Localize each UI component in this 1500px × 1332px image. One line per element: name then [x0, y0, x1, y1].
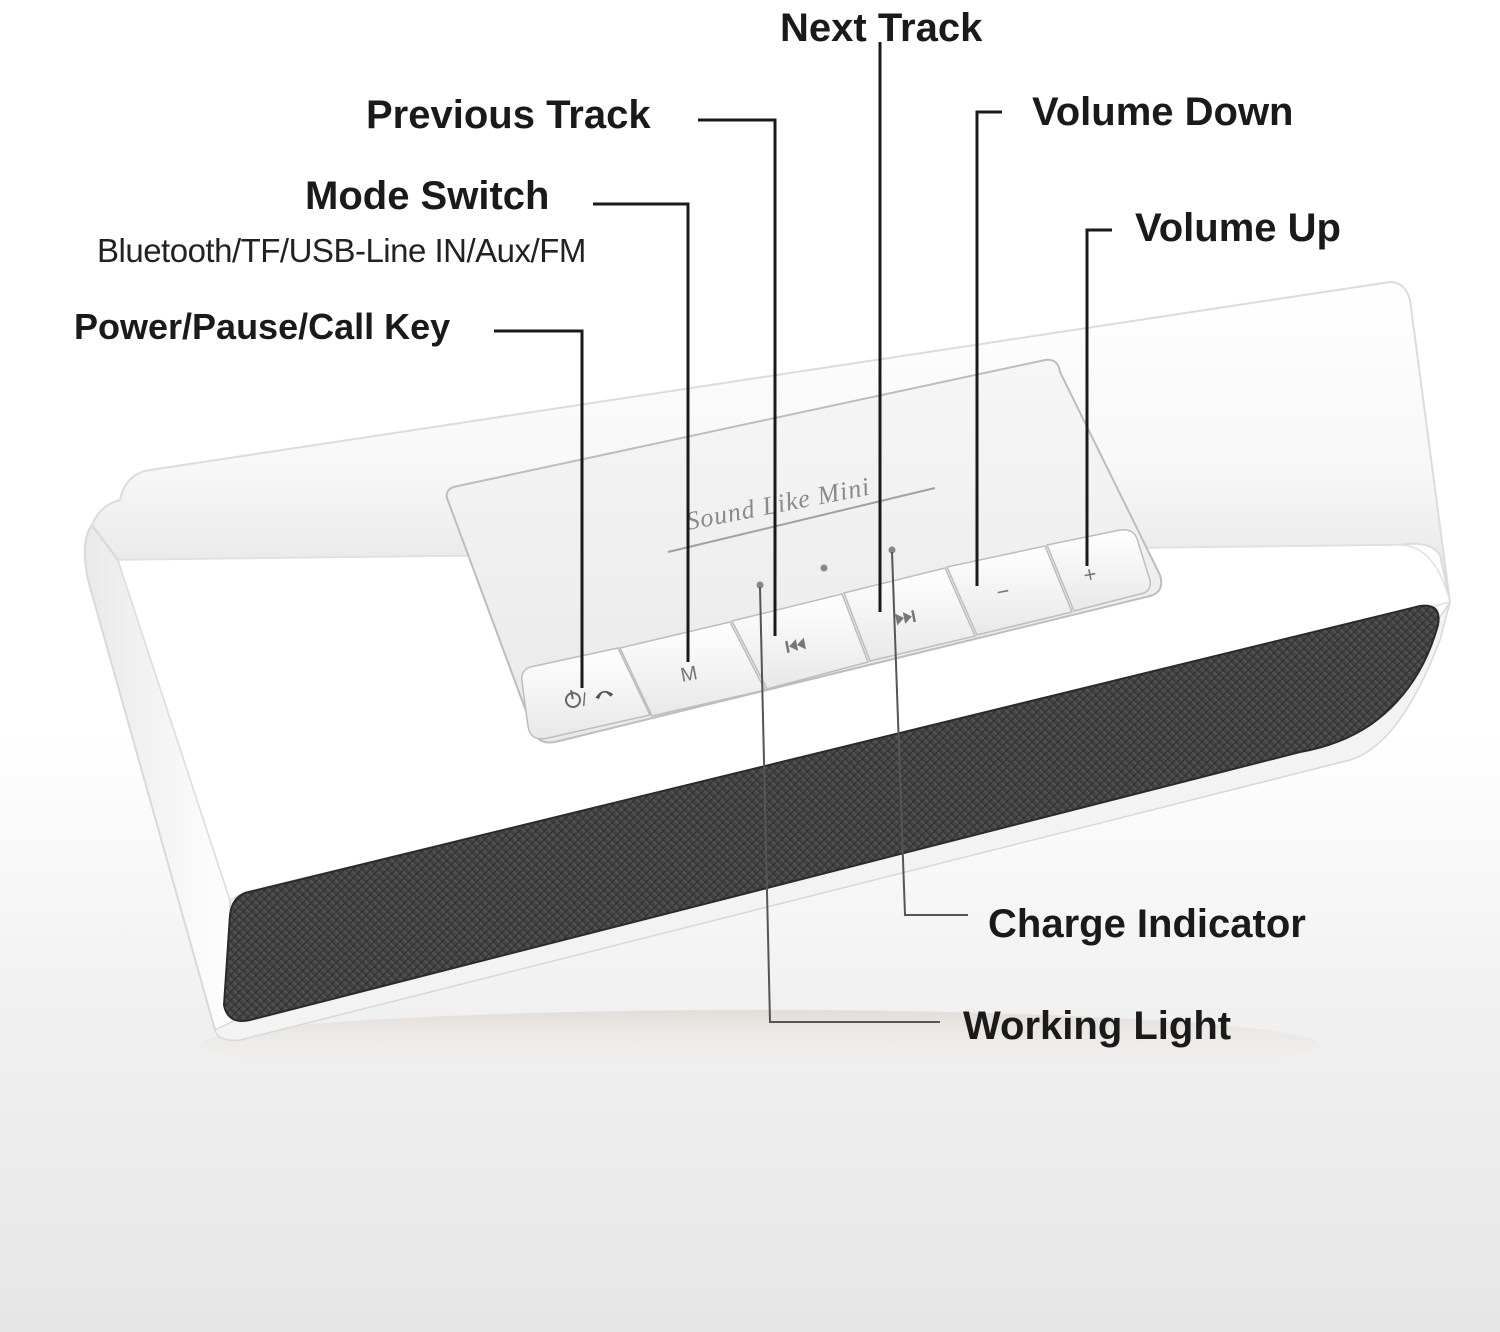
speaker-grille — [222, 604, 1440, 1022]
phone-icon — [595, 690, 614, 700]
previous-track-icon — [785, 637, 806, 653]
center-dot — [820, 564, 828, 572]
leader-previous-track — [698, 118, 777, 636]
volume-up-label: + — [1081, 561, 1098, 588]
volume-down-label: − — [994, 578, 1011, 605]
power-slash: / — [580, 689, 589, 710]
speaker — [83, 280, 1451, 1042]
mode-switch-label: Mode Switch — [305, 174, 550, 218]
next-track-button[interactable] — [842, 567, 977, 662]
leader-power — [494, 329, 584, 688]
power-icon — [565, 689, 581, 708]
working-light-dot — [756, 581, 764, 589]
next-track-icon — [895, 610, 916, 626]
volume-up-button[interactable]: + — [1045, 529, 1152, 612]
leader-working-light — [759, 586, 940, 1023]
power-pause-call-label: Power/Pause/Call Key — [74, 306, 451, 347]
volume-down-label-callout: Volume Down — [1032, 90, 1294, 134]
previous-track-label: Previous Track — [366, 93, 651, 137]
mode-switch-options: Bluetooth/TF/USB-Line IN/Aux/FM — [97, 232, 586, 269]
leader-volume-up — [1085, 228, 1112, 566]
mode-button[interactable]: M — [618, 621, 767, 717]
power-pause-call-button[interactable]: / — [521, 647, 652, 740]
button-strip: / M — [521, 529, 1152, 740]
mode-button-label: M — [679, 662, 700, 687]
volume-up-label-callout: Volume Up — [1135, 206, 1341, 250]
working-light-label: Working Light — [963, 1004, 1232, 1048]
leader-charge-indicator — [891, 551, 968, 916]
floor-shadow — [200, 1010, 1320, 1080]
leader-volume-down — [975, 110, 1002, 586]
brand-underline — [667, 487, 936, 553]
leader-mode-switch — [593, 202, 690, 662]
next-track-label: Next Track — [780, 6, 983, 50]
control-panel: Sound Like Mini / M — [445, 358, 1163, 744]
charge-indicator-dot — [888, 546, 896, 554]
indicator-leader-lines — [759, 551, 968, 1023]
previous-track-button[interactable] — [730, 593, 869, 690]
charge-indicator-label: Charge Indicator — [988, 902, 1306, 946]
leader-lines — [494, 42, 1112, 688]
